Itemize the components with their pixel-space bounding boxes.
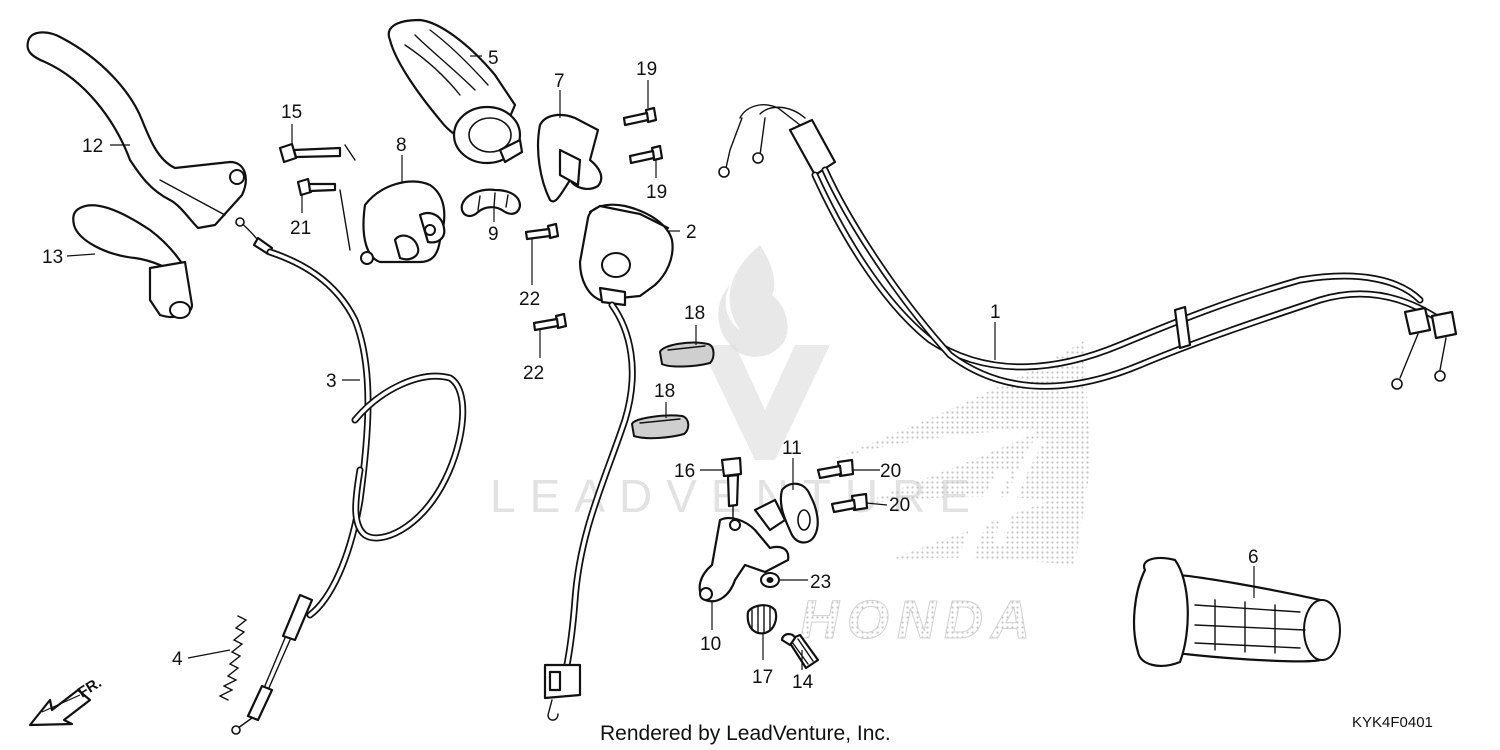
- callout-18-upper: 18: [684, 303, 705, 324]
- callout-5: 5: [488, 48, 499, 69]
- screw-19-lower: [628, 144, 664, 165]
- callout-23: 23: [810, 572, 831, 593]
- honda-logo-watermark: HONDA: [800, 590, 1038, 650]
- callout-8: 8: [396, 135, 407, 156]
- callout-13: 13: [42, 247, 63, 268]
- screw-21: [296, 177, 337, 197]
- callout-4: 4: [172, 649, 183, 670]
- switch-housing-upper: [536, 113, 603, 203]
- screw-22-lower: [532, 312, 568, 332]
- lock-nut: [746, 604, 778, 635]
- bolt-20-upper: [816, 458, 855, 480]
- throttle-cables: [718, 104, 1458, 390]
- leader-lines: [66, 55, 1255, 670]
- front-direction-arrow: FR.: [28, 674, 105, 727]
- lever-cover: [72, 204, 194, 319]
- callout-17: 17: [752, 667, 773, 688]
- callout-20-upper: 20: [880, 461, 901, 482]
- throttle-housing-cover: [339, 180, 446, 265]
- screw-19-upper: [622, 106, 658, 127]
- callout-10: 10: [700, 634, 721, 655]
- callout-22-lower: 22: [523, 363, 544, 384]
- throttle-grip: [387, 18, 524, 165]
- callout-16: 16: [674, 461, 695, 482]
- callout-labels: 1 2 3 4 5 6 7 8 9 10 11 12 13 14 15 16 1…: [42, 48, 1259, 693]
- rubber-pad-lower: [630, 414, 690, 440]
- pivot-bolt: [278, 142, 356, 164]
- callout-6: 6: [1248, 547, 1259, 568]
- honda-wing-watermark: [830, 340, 1090, 565]
- cable-adjuster: [780, 633, 820, 670]
- callout-19-lower: 19: [646, 182, 667, 203]
- callout-19-upper: 19: [636, 59, 657, 80]
- left-grip: [1132, 556, 1341, 667]
- switch-wire-harness: [543, 301, 636, 721]
- callout-2: 2: [686, 222, 697, 243]
- callout-21: 21: [290, 218, 311, 239]
- callout-7: 7: [554, 71, 565, 92]
- handlebar-switch: [578, 203, 674, 307]
- clutch-lever: [26, 31, 247, 230]
- footer-credit: Rendered by LeadVenture, Inc.: [600, 722, 891, 745]
- callout-14: 14: [792, 672, 814, 693]
- callout-20-lower: 20: [889, 495, 910, 516]
- bolt-20-lower: [830, 492, 869, 514]
- clutch-cable: [231, 217, 467, 735]
- cable-clamp: [460, 188, 522, 218]
- screw-22-upper: [524, 222, 560, 241]
- callout-18-lower: 18: [654, 381, 675, 402]
- callout-1: 1: [990, 302, 1001, 323]
- callout-15: 15: [281, 102, 302, 123]
- lever-clamp: [779, 482, 819, 544]
- diagram-code: KYK4F0401: [1352, 714, 1433, 731]
- bolt-16: [720, 456, 743, 521]
- callout-3: 3: [326, 371, 337, 392]
- spring: [218, 615, 248, 701]
- washer: [760, 572, 780, 588]
- callout-22-upper: 22: [519, 289, 540, 310]
- callout-12: 12: [82, 136, 103, 157]
- callout-11: 11: [782, 438, 802, 459]
- lever-bracket: [698, 498, 790, 603]
- callout-9: 9: [488, 224, 499, 245]
- rubber-pad-upper: [658, 341, 715, 368]
